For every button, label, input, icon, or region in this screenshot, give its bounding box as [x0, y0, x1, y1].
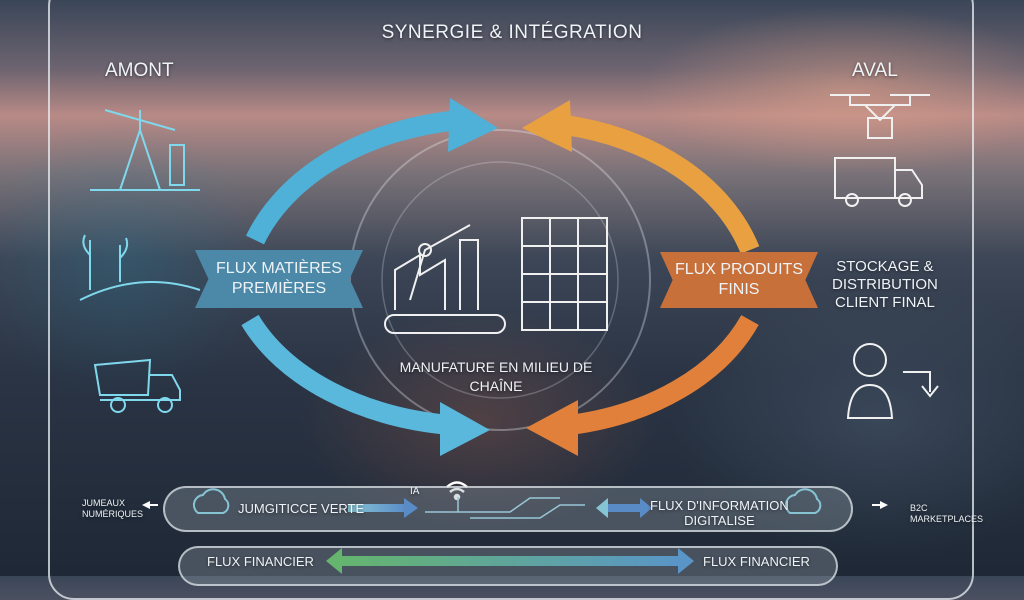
- circuit-lines: [425, 497, 585, 519]
- cloud-icon: [192, 488, 822, 514]
- finance-arrow: [340, 556, 680, 566]
- info-arrow-left: [348, 504, 406, 512]
- warehouse-rack-icon: [521, 217, 608, 331]
- banner-line: FLUX MATIÈRES: [216, 260, 342, 277]
- b2c-marketplaces-label: B2C MARKETPLACES: [910, 503, 983, 525]
- upstream-label: AMONT: [105, 60, 174, 81]
- storage-distribution-label: STOCKAGE & DISTRIBUTION CLIENT FINAL: [832, 258, 938, 312]
- label-line: DIGITALISE: [684, 513, 755, 528]
- blue-arrow-bottom-head: [440, 402, 490, 456]
- label-line: NUMÉRIQUES: [82, 509, 144, 519]
- ai-label: IA: [410, 486, 420, 497]
- digital-information-flow-label: FLUX D'INFORMATION DIGITALISE: [650, 498, 789, 528]
- blue-arrow-top: [245, 110, 461, 245]
- orange-arrow-top-head: [522, 100, 572, 152]
- label-line: B2C: [910, 503, 928, 513]
- crops-icon: [79, 234, 201, 301]
- label-line: DISTRIBUTION: [832, 276, 938, 293]
- flow-diagram: [79, 94, 939, 574]
- orange-arrow-top: [563, 115, 760, 254]
- label-line: STOCKAGE &: [836, 258, 934, 275]
- raw-materials-flow-banner: FLUX MATIÈRES PREMIÈRES: [195, 250, 363, 308]
- label-line: MARKETPLACES: [910, 514, 984, 524]
- financial-flow-right-label: FLUX FINANCIER: [703, 554, 810, 569]
- page-title: SYNERGIE & INTÉGRATION: [381, 22, 643, 43]
- drone-icon: [830, 94, 930, 139]
- label-line: CLIENT FINAL: [835, 294, 935, 311]
- financial-flow-left-label: FLUX FINANCIER: [207, 554, 314, 569]
- blue-arrow-top-head: [448, 98, 498, 152]
- inner-ring: [381, 161, 619, 399]
- manufacture-label: MANUFATURE EN MILIEU DE CHAÎNE: [399, 359, 593, 394]
- label-line: FLUX D'INFORMATION: [650, 498, 789, 513]
- label-line: JUMEAUX: [82, 498, 126, 508]
- information-flow-bar: [163, 486, 853, 532]
- finished-products-flow-banner: FLUX PRODUITS FINIS: [660, 252, 818, 308]
- delivery-van-icon: [834, 157, 923, 207]
- banner-line: FLUX PRODUITS: [674, 261, 803, 278]
- dump-truck-icon: [93, 358, 181, 413]
- orange-arrow-bottom-head: [526, 400, 578, 456]
- robot-arm-factory-icon: [384, 224, 506, 334]
- blue-arrow-bottom: [241, 314, 451, 435]
- banner-line: PREMIÈRES: [231, 280, 327, 297]
- oil-pump-icon: [90, 109, 200, 191]
- customer-icon: [846, 343, 939, 419]
- arrow-right-icon: [880, 501, 888, 509]
- digital-twins-label: JUMEAUX NUMÉRIQUES: [82, 498, 143, 520]
- wifi-icon: [446, 481, 468, 501]
- orange-arrow-bottom: [568, 315, 759, 435]
- green-logistics-label: JUMGITICCE VERTE: [238, 501, 365, 516]
- downstream-label: AVAL: [852, 60, 898, 81]
- banner-line: FINIS: [718, 281, 760, 298]
- arrow-left-icon: [142, 501, 150, 509]
- info-arrow-right: [606, 504, 642, 512]
